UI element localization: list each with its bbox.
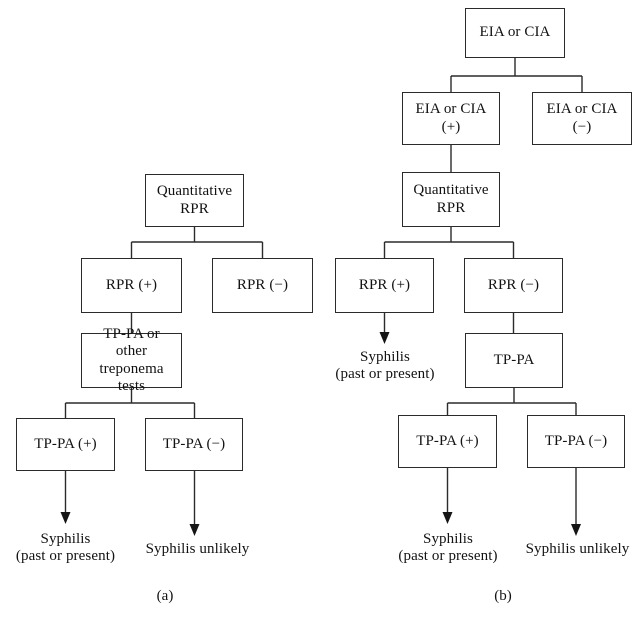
arrowhead-b-tppaneg (571, 524, 581, 536)
arrowhead-b-rprpos (379, 332, 390, 344)
outcome-b-syphilis-unlikely: Syphilis unlikely (525, 541, 630, 557)
panel-a-caption: (a) (156, 588, 174, 604)
node-b-rpr-positive[interactable]: RPR (+) (335, 258, 434, 313)
node-a-rpr-negative[interactable]: RPR (−) (212, 258, 313, 313)
node-b-eia-or-cia-negative[interactable]: EIA or CIA (−) (532, 92, 632, 145)
panel-b-caption: (b) (494, 588, 512, 604)
node-b-eia-or-cia-positive[interactable]: EIA or CIA (+) (402, 92, 500, 145)
node-b-eia-or-cia[interactable]: EIA or CIA (465, 8, 565, 58)
node-a-quantitative-rpr[interactable]: Quantitative RPR (145, 174, 244, 227)
node-b-tppa-negative[interactable]: TP-PA (−) (527, 415, 625, 468)
node-a-tppa-or-other-treponema-tests[interactable]: TP-PA or other treponema tests (81, 326, 182, 394)
node-a-tppa-positive[interactable]: TP-PA (+) (16, 418, 115, 471)
outcome-a-syphilis-unlikely: Syphilis unlikely (145, 541, 250, 557)
arrowhead-a-tppapos (60, 512, 71, 524)
outcome-a-syphilis-past-or-present: Syphilis (past or present) (15, 531, 116, 565)
outcome-b-syphilis-past-or-present-rpr: Syphilis (past or present) (335, 349, 435, 383)
node-a-tppa-negative[interactable]: TP-PA (−) (145, 418, 243, 471)
node-b-tppa[interactable]: TP-PA (465, 333, 563, 388)
node-b-quantitative-rpr[interactable]: Quantitative RPR (402, 172, 500, 227)
arrowhead-b-tppapos (442, 512, 453, 524)
node-b-tppa-positive[interactable]: TP-PA (+) (398, 415, 497, 468)
outcome-b-syphilis-past-or-present-tppa: Syphilis (past or present) (398, 531, 498, 565)
node-a-rpr-positive[interactable]: RPR (+) (81, 258, 182, 313)
arrowhead-a-tppaneg (189, 524, 200, 536)
node-b-rpr-negative[interactable]: RPR (−) (464, 258, 563, 313)
